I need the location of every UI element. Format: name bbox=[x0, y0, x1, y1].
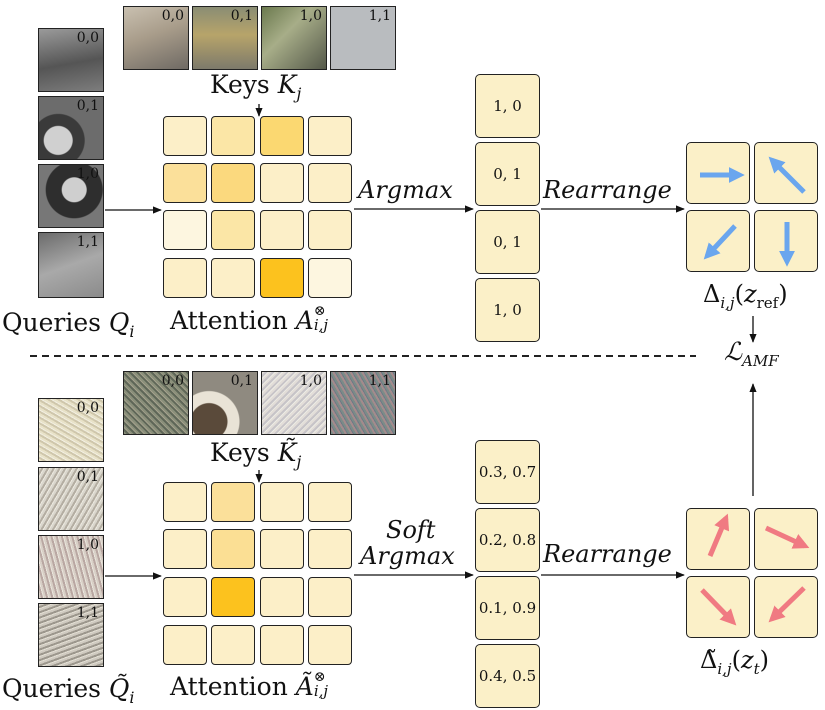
top-queries-caption: Queries Qi bbox=[2, 308, 135, 341]
attention-cell bbox=[163, 625, 207, 665]
top-delta-caption: Δi,j(zref) bbox=[703, 280, 788, 312]
bottom-query-patch: 1,1 bbox=[38, 603, 104, 667]
bottom-delta-caption: Δ̃i,j(zt) bbox=[700, 646, 769, 678]
attention-cell bbox=[211, 258, 255, 298]
attention-cell bbox=[211, 163, 255, 203]
up-left-arrow-icon bbox=[768, 156, 806, 194]
attention-cell bbox=[260, 116, 304, 156]
attention-cell bbox=[163, 258, 207, 298]
top-argmax-label: Argmax bbox=[358, 176, 453, 204]
attention-cell bbox=[308, 163, 352, 203]
attention-cell bbox=[211, 210, 255, 250]
bottom-key-patch: 0,0 bbox=[123, 371, 189, 435]
bottom-keys-caption: Keys K̃j bbox=[210, 438, 302, 471]
bottom-query-patch: 1,0 bbox=[38, 535, 104, 599]
attention-cell bbox=[163, 116, 207, 156]
down-right-arrow-icon bbox=[764, 525, 810, 549]
attention-cell bbox=[308, 258, 352, 298]
top-key-patch: 0,1 bbox=[192, 6, 258, 70]
bottom-key-patch: 1,1 bbox=[330, 371, 396, 435]
attention-cell bbox=[308, 116, 352, 156]
bottom-soft-label: Soft bbox=[386, 516, 436, 544]
top-argmax-box: 1, 0 bbox=[475, 74, 540, 138]
attention-cell bbox=[211, 482, 255, 522]
attention-cell bbox=[260, 210, 304, 250]
bottom-query-patch: 0,1 bbox=[38, 467, 104, 531]
bottom-softargmax-box: 0.4, 0.5 bbox=[475, 644, 540, 708]
bottom-softargmax-box: 0.2, 0.8 bbox=[475, 508, 540, 572]
attention-cell bbox=[308, 625, 352, 665]
top-argmax-box: 0, 1 bbox=[475, 210, 540, 274]
bottom-key-patch: 0,1 bbox=[192, 371, 258, 435]
bottom-queries-caption: Queries Q̃i bbox=[2, 674, 135, 707]
bottom-softargmax-box: 0.3, 0.7 bbox=[475, 440, 540, 504]
top-query-patch: 0,0 bbox=[38, 28, 104, 92]
top-query-patch: 1,0 bbox=[38, 164, 104, 228]
attention-cell bbox=[211, 577, 255, 617]
attention-cell bbox=[163, 482, 207, 522]
attention-cell bbox=[260, 577, 304, 617]
top-keys-caption: Keys Kj bbox=[210, 70, 302, 103]
down-right-arrow-icon bbox=[700, 588, 737, 626]
down-left-arrow-icon bbox=[768, 586, 806, 623]
bottom-softargmax-box: 0.1, 0.9 bbox=[475, 576, 540, 640]
loss-label: ℒAMF bbox=[724, 337, 779, 370]
attention-cell bbox=[211, 116, 255, 156]
attention-cell bbox=[308, 482, 352, 522]
attention-cell bbox=[308, 529, 352, 569]
bottom-argmax-label: Argmax bbox=[360, 542, 455, 570]
attention-cell bbox=[260, 625, 304, 665]
attention-cell bbox=[260, 258, 304, 298]
top-attention-caption: Attention A ⊗ i,j bbox=[170, 303, 329, 335]
top-key-patch: 1,0 bbox=[261, 6, 327, 70]
attention-cell bbox=[163, 210, 207, 250]
top-argmax-box: 1, 0 bbox=[475, 278, 540, 342]
bottom-query-patch: 0,0 bbox=[38, 398, 104, 462]
attention-cell bbox=[308, 577, 352, 617]
up-right-arrow-icon bbox=[707, 513, 730, 557]
attention-cell bbox=[260, 163, 304, 203]
top-query-patch: 0,1 bbox=[38, 96, 104, 160]
attention-cell bbox=[260, 482, 304, 522]
bottom-key-patch: 1,0 bbox=[261, 371, 327, 435]
down-left-arrow-icon bbox=[703, 224, 737, 260]
attention-cell bbox=[211, 529, 255, 569]
top-key-patch: 0,0 bbox=[123, 6, 189, 70]
top-rearrange-label: Rearrange bbox=[543, 176, 672, 204]
bottom-attention-caption: Attention Ã ⊗ i,j bbox=[170, 669, 329, 701]
top-query-patch: 1,1 bbox=[38, 232, 104, 298]
top-argmax-box: 0, 1 bbox=[475, 142, 540, 206]
attention-cell bbox=[308, 210, 352, 250]
top-key-patch: 1,1 bbox=[330, 6, 396, 70]
attention-cell bbox=[163, 529, 207, 569]
attention-cell bbox=[211, 625, 255, 665]
attention-cell bbox=[260, 529, 304, 569]
bottom-rearrange-label: Rearrange bbox=[543, 540, 672, 568]
attention-cell bbox=[163, 577, 207, 617]
attention-cell bbox=[163, 163, 207, 203]
